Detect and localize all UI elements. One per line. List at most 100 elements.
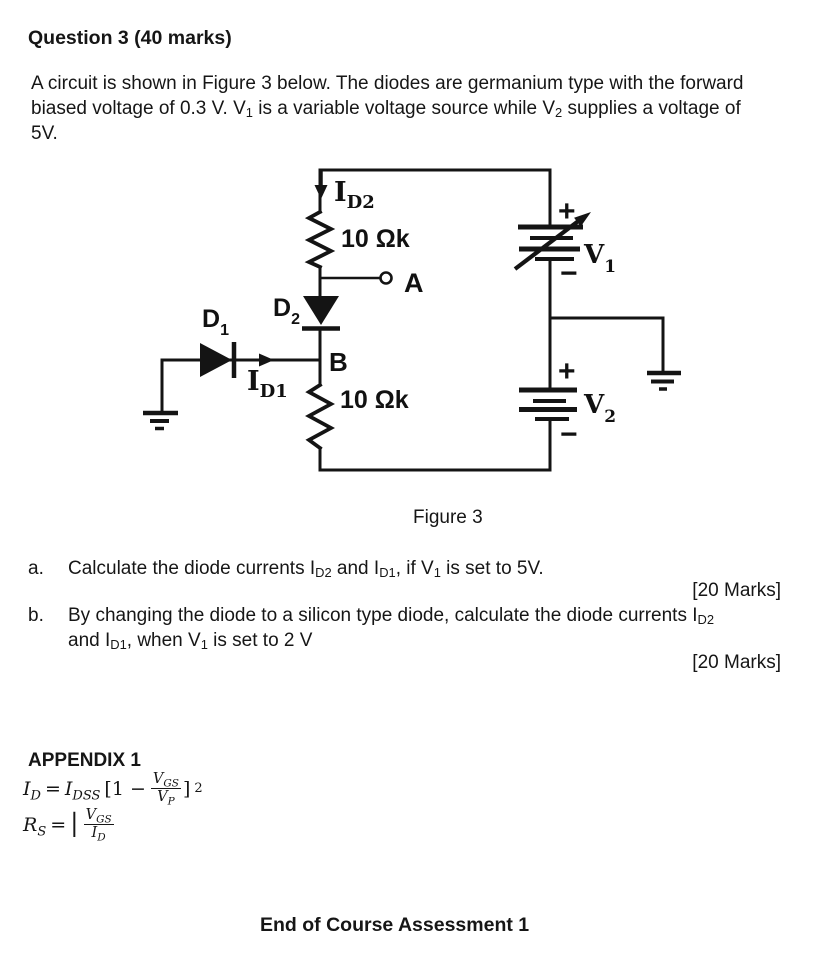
intro-line-1-text: A circuit is shown in Figure 3 below. Th… xyxy=(31,73,744,94)
intro-line-3: 5V. xyxy=(31,121,58,146)
label-id1: ID1 xyxy=(247,366,288,402)
item-b-l1t1: By changing the diode to a silicon type … xyxy=(68,605,698,626)
label-resistor-bottom: 10 Ωk xyxy=(340,386,409,414)
f1-lhs-main: I xyxy=(23,777,31,800)
f1-open-bracket: [1 − xyxy=(104,777,146,800)
label-d2-main: D xyxy=(273,294,291,322)
item-a-sub2: D1 xyxy=(379,564,396,580)
item-a-sub3: 1 xyxy=(433,564,441,580)
f2-fraction: VGS ID xyxy=(83,807,114,844)
resistor-top xyxy=(304,209,336,270)
item-a-marker: a. xyxy=(28,558,44,579)
f2-denominator: ID xyxy=(91,825,106,844)
f1-lhs-subscript: D xyxy=(30,788,41,804)
label-id2-main: I xyxy=(334,177,347,208)
label-d2: D2 xyxy=(273,294,300,328)
label-v1: V1 xyxy=(583,240,616,277)
terminal-a-node xyxy=(379,271,393,285)
label-d1-main: D xyxy=(202,305,220,333)
label-d1-subscript: 1 xyxy=(220,322,229,339)
appendix-formula-2: RS = | VGS ID xyxy=(23,807,115,844)
item-a-text: Calculate the diode currents ID2 and ID1… xyxy=(68,556,544,581)
f1-fraction: VGS VP xyxy=(150,771,181,808)
f2-den-main: I xyxy=(91,825,98,842)
f1-den-subscript: P xyxy=(167,795,175,808)
f1-denominator: VP xyxy=(157,789,175,808)
item-a-sub1: D2 xyxy=(315,564,332,580)
figure-caption: Figure 3 xyxy=(413,507,483,528)
intro-line-2a: biased voltage of 0.3 V. V xyxy=(31,98,246,119)
item-b-line1: By changing the diode to a silicon type … xyxy=(68,603,714,628)
f2-equals: = xyxy=(50,813,67,836)
f2-lhs: RS xyxy=(23,813,47,840)
item-b-l2sub2: 1 xyxy=(200,636,208,652)
f1-num-main: V xyxy=(152,771,164,787)
item-b-line2: and ID1, when V1 is set to 2 V xyxy=(68,628,312,653)
item-b-l2sub1: D1 xyxy=(110,636,127,652)
f1-rhs: IDSS xyxy=(64,777,101,804)
f1-rhs-subscript: DSS xyxy=(72,788,101,804)
f2-num-subscript: GS xyxy=(96,813,112,826)
label-v1-main: V xyxy=(583,240,605,270)
intro-line-3-text: 5V. xyxy=(31,123,58,144)
diode-d1 xyxy=(200,343,232,377)
label-id1-main: I xyxy=(247,366,260,397)
id2-arrow-head xyxy=(314,185,328,199)
intro-line-1: A circuit is shown in Figure 3 below. Th… xyxy=(31,71,744,96)
f1-close-bracket: ] xyxy=(182,777,191,800)
f1-numerator: VGS xyxy=(150,771,181,790)
f1-lhs: ID xyxy=(23,777,41,804)
f1-rhs-main: I xyxy=(64,777,73,800)
item-a-t2: and I xyxy=(331,558,380,579)
f1-den-main: V xyxy=(157,789,168,806)
f2-den-subscript: D xyxy=(97,831,106,844)
label-v2-subscript: 2 xyxy=(604,407,616,427)
label-resistor-top: 10 Ωk xyxy=(341,225,410,253)
f2-abs-bar: | xyxy=(70,808,79,838)
f2-lhs-main: R xyxy=(23,813,38,836)
id1-arrow-head xyxy=(259,353,274,367)
intro-line-2b: is a variable voltage source while V xyxy=(252,98,556,119)
item-b-l2t3: is set to 2 V xyxy=(207,630,313,651)
label-v2-main: V xyxy=(583,390,605,420)
item-b-marker: b. xyxy=(28,605,44,626)
label-node-b: B xyxy=(329,347,348,377)
intro-line-2: biased voltage of 0.3 V. V1 is a variabl… xyxy=(31,96,741,121)
v1-variable-arrow-head xyxy=(574,212,591,227)
v2-plus-sign: + xyxy=(558,355,576,388)
item-a-t1: Calculate the diode currents I xyxy=(68,558,316,579)
item-b-marks: [20 Marks] xyxy=(692,652,781,673)
f2-numerator: VGS xyxy=(83,807,114,826)
intro-line-2c: supplies a voltage of xyxy=(562,98,741,119)
f2-num-main: V xyxy=(85,807,97,823)
item-b-l2t2: , when V xyxy=(126,630,201,651)
intro-v1-subscript: 1 xyxy=(245,104,253,120)
item-a-t4: is set to 5V. xyxy=(440,558,544,579)
label-d2-subscript: 2 xyxy=(291,311,300,328)
label-id2-subscript: D2 xyxy=(347,192,375,213)
f1-equals: = xyxy=(44,777,61,800)
f2-lhs-subscript: S xyxy=(37,824,47,840)
item-a-t3: , if V xyxy=(395,558,434,579)
label-d1: D1 xyxy=(202,305,229,339)
appendix-title: APPENDIX 1 xyxy=(28,750,141,771)
v2-minus-sign: − xyxy=(560,418,578,451)
diode-d2 xyxy=(303,296,339,325)
v1-plus-sign: + xyxy=(558,195,576,228)
label-terminal-a: A xyxy=(404,268,424,298)
v1-variable-arrow-shaft xyxy=(513,217,583,271)
label-v1-subscript: 1 xyxy=(604,257,616,277)
f1-num-subscript: GS xyxy=(163,777,179,790)
page-footer: End of Course Assessment 1 xyxy=(260,914,530,936)
question-title: Question 3 (40 marks) xyxy=(28,27,232,49)
label-v2: V2 xyxy=(583,390,616,427)
resistor-bottom xyxy=(305,382,335,451)
item-b-l1sub1: D2 xyxy=(697,611,715,627)
label-id2: ID2 xyxy=(334,177,375,213)
v1-minus-sign: − xyxy=(560,257,578,290)
item-b-l2t1: and I xyxy=(68,630,111,651)
intro-v2-subscript: 2 xyxy=(555,104,563,120)
label-id1-subscript: D1 xyxy=(260,381,288,402)
